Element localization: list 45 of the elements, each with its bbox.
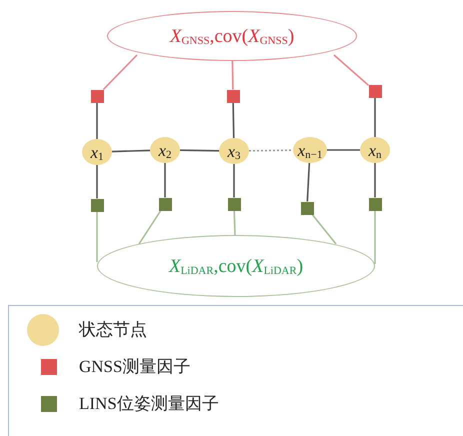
factor-square	[368, 198, 382, 210]
math-label: x$_{n−1}$	[298, 142, 322, 158]
math-label: x$_{n}$	[368, 142, 382, 158]
math-label: X$_{LiDAR}$,cov(X$_{LiDAR}$)	[168, 256, 304, 276]
connector-line	[333, 54, 370, 86]
connector-line	[306, 162, 310, 202]
state-node	[219, 138, 249, 164]
connector-line	[327, 149, 360, 151]
measurement-ellipse	[97, 235, 375, 297]
connector-line	[164, 163, 166, 198]
connector-line	[374, 163, 376, 198]
factor-square	[368, 84, 382, 98]
legend-text: LINS位姿测量因子	[79, 393, 219, 416]
state-node	[360, 137, 390, 163]
connector-line	[312, 214, 337, 244]
connector-line	[232, 102, 235, 138]
connector-line	[112, 150, 150, 152]
state-node	[150, 137, 180, 163]
connector-line	[248, 149, 294, 152]
connector-line	[96, 165, 98, 198]
factor-square	[300, 202, 314, 214]
connector-line	[96, 102, 98, 139]
connector-line	[233, 164, 235, 198]
legend-text: 状态节点	[79, 319, 147, 342]
factor-square	[90, 90, 104, 102]
connector-line	[180, 149, 220, 152]
math-label: x$_{3}$	[227, 142, 241, 160]
math-label: x$_{2}$	[158, 142, 172, 158]
state-node	[293, 137, 327, 163]
math-label: X$_{GNSS}$,cov(X$_{GNSS}$)	[170, 26, 294, 46]
connector-line	[138, 210, 162, 244]
connector-line	[96, 212, 98, 262]
connector-line	[374, 210, 376, 264]
connector-line	[374, 98, 376, 137]
math-label: x$_{1}$	[90, 144, 104, 160]
legend-text: GNSS测量因子	[79, 356, 190, 378]
connector-line	[233, 210, 236, 236]
measurement-ellipse	[107, 11, 357, 61]
state-node	[82, 139, 112, 165]
factor-square	[90, 198, 104, 212]
factor-square	[228, 198, 240, 210]
connector-line	[102, 54, 138, 90]
connector-line	[232, 60, 234, 90]
factor-square	[158, 198, 172, 210]
factor-square	[226, 90, 240, 102]
